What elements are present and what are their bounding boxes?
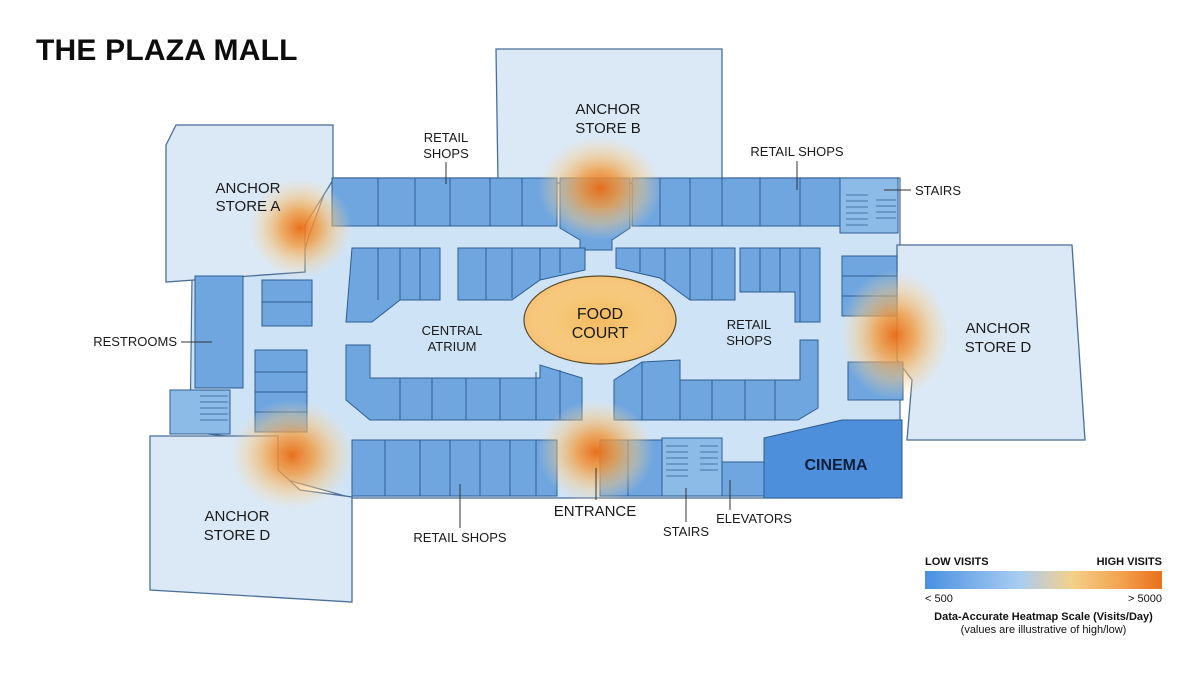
legend-color-bar bbox=[925, 571, 1162, 589]
hotspot-anchor-store-a bbox=[248, 178, 352, 278]
label-retail-top-right: RETAIL SHOPS bbox=[750, 144, 844, 159]
label-stairs-bottom: STAIRS bbox=[663, 524, 709, 539]
legend-values: < 500 > 5000 bbox=[925, 593, 1162, 605]
label-food-court-1: FOOD bbox=[577, 306, 623, 323]
label-anchor-b-1: ANCHOR bbox=[575, 101, 640, 118]
label-retail-bottom: RETAIL SHOPS bbox=[413, 530, 507, 545]
hotspot-anchor-store-d-right bbox=[840, 270, 950, 400]
label-elevators: ELEVATORS bbox=[716, 511, 792, 526]
legend-min-value: < 500 bbox=[925, 593, 953, 605]
legend-low-label: LOW VISITS bbox=[925, 556, 989, 568]
inner-shops-bottom-right bbox=[613, 339, 819, 421]
map-title: THE PLAZA MALL bbox=[36, 34, 298, 67]
heatmap-overlay bbox=[230, 136, 950, 510]
label-central-atrium-1: CENTRAL bbox=[422, 323, 483, 338]
label-cinema: CINEMA bbox=[804, 457, 868, 474]
label-anchor-d-right-1: ANCHOR bbox=[965, 320, 1030, 337]
label-anchor-d-left-2: STORE D bbox=[204, 527, 271, 544]
hotspot-anchor-store-d-left bbox=[230, 400, 354, 510]
label-anchor-d-right-2: STORE D bbox=[965, 339, 1032, 356]
label-retail-top-left-2: SHOPS bbox=[423, 146, 469, 161]
area-labels: ANCHOR STORE A ANCHOR STORE B ANCHOR STO… bbox=[93, 101, 1031, 545]
label-anchor-a-2: STORE A bbox=[216, 198, 281, 215]
legend-high-label: HIGH VISITS bbox=[1096, 556, 1162, 568]
label-central-atrium-2: ATRIUM bbox=[428, 339, 477, 354]
label-retail-inner-1: RETAIL bbox=[727, 317, 772, 332]
label-anchor-d-left-1: ANCHOR bbox=[204, 508, 269, 525]
hotspot-entrance bbox=[538, 400, 654, 504]
label-anchor-a-1: ANCHOR bbox=[215, 180, 280, 197]
label-entrance: ENTRANCE bbox=[554, 503, 637, 520]
label-stairs-top: STAIRS bbox=[915, 183, 961, 198]
heatmap-legend: LOW VISITS HIGH VISITS < 500 > 5000 Data… bbox=[925, 556, 1162, 636]
label-retail-top-left-1: RETAIL bbox=[424, 130, 469, 145]
inner-shops-top-right bbox=[615, 247, 821, 323]
inner-shops-top-left bbox=[345, 247, 586, 323]
label-restrooms: RESTROOMS bbox=[93, 334, 177, 349]
label-anchor-b-2: STORE B bbox=[575, 120, 641, 137]
legend-caption: Data-Accurate Heatmap Scale (Visits/Day) bbox=[934, 611, 1153, 623]
inner-shops-bottom-left bbox=[345, 344, 583, 421]
legend-max-value: > 5000 bbox=[1128, 593, 1162, 605]
legend-ends: LOW VISITS HIGH VISITS bbox=[925, 556, 1162, 568]
label-food-court-2: COURT bbox=[572, 325, 629, 342]
legend-note: (values are illustrative of high/low) bbox=[960, 624, 1127, 636]
label-retail-inner-2: SHOPS bbox=[726, 333, 772, 348]
hotspot-food-court bbox=[528, 278, 672, 362]
hotspot-anchor-store-b bbox=[538, 136, 662, 240]
